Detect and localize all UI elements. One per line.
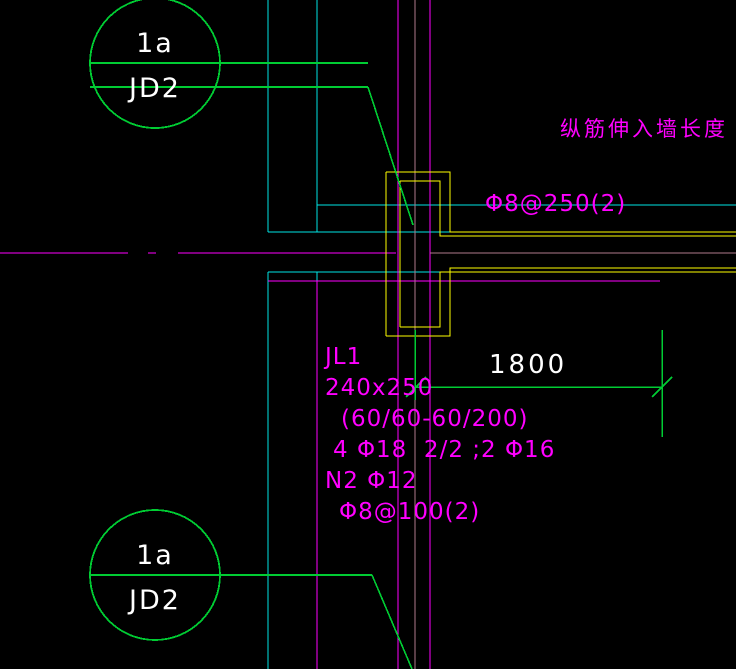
magenta-structure-lines <box>0 0 660 669</box>
beam-schedule-note: JL1 240x250 (60/60-60/200) 4 Φ18 2/2 ;2 … <box>325 342 555 528</box>
beam-section-label: 240x250 <box>325 375 434 401</box>
beam-side-bars-label: N2 Φ12 <box>325 468 418 494</box>
callout-top-circle <box>89 0 221 129</box>
cyan-wall-lines <box>267 0 736 669</box>
beam-main-bars-label: 4 Φ18 2/2 ;2 Φ16 <box>333 437 556 463</box>
callout-bottom-circle <box>89 509 221 641</box>
yellow-rebar-lines <box>385 171 736 337</box>
callout-leader-lines <box>90 62 414 669</box>
beam-stirrups-label: Φ8@100(2) <box>339 499 481 525</box>
dimension-line-1800 <box>405 330 673 437</box>
beam-haunch-label: (60/60-60/200) <box>341 406 529 432</box>
callout-bubbles[interactable] <box>89 0 221 641</box>
beam-mark-label: JL1 <box>325 344 363 370</box>
centre-lines <box>414 0 736 669</box>
